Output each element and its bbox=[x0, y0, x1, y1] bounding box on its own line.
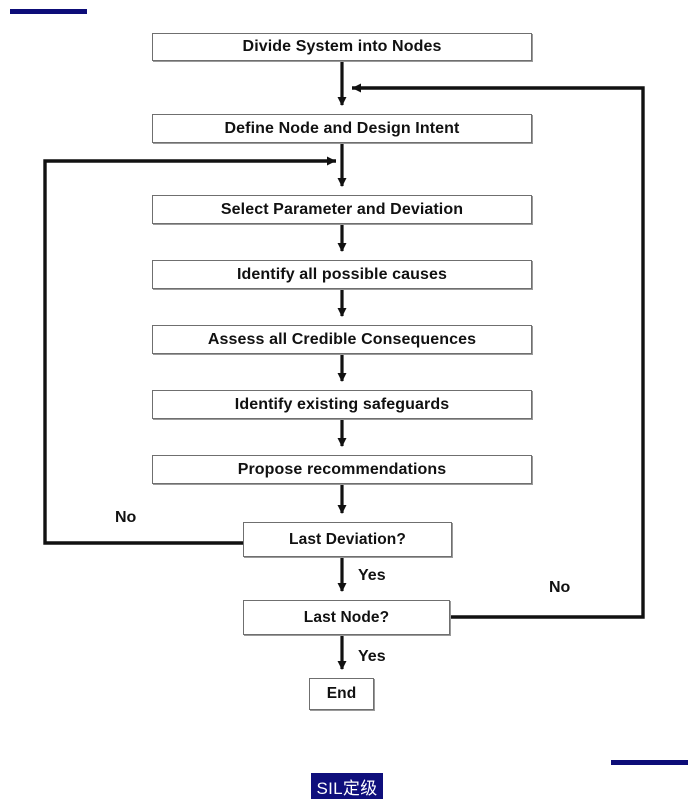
node-end-terminator[interactable]: End bbox=[309, 678, 374, 710]
node-label: Last Node? bbox=[303, 608, 390, 626]
edge-label-no-last-node: No bbox=[549, 579, 571, 596]
node-define-node-and-design-intent[interactable]: Define Node and Design Intent bbox=[152, 114, 532, 143]
node-label: Assess all Credible Consequences bbox=[207, 330, 477, 348]
node-identify-all-possible-causes[interactable]: Identify all possible causes bbox=[152, 260, 532, 289]
node-label: Last Deviation? bbox=[289, 530, 406, 548]
node-divide-system-into-nodes[interactable]: Divide System into Nodes bbox=[152, 33, 532, 61]
node-label: Identify existing safeguards bbox=[234, 395, 450, 413]
top-left-accent-bar bbox=[10, 9, 87, 14]
node-propose-recommendations[interactable]: Propose recommendations bbox=[152, 455, 532, 484]
bottom-right-accent-bar bbox=[611, 760, 688, 765]
node-label: Divide System into Nodes bbox=[242, 38, 442, 55]
loop-last-node-no bbox=[352, 83, 645, 619]
edge-label-yes-last-node: Yes bbox=[358, 648, 386, 665]
node-last-deviation-decision[interactable]: Last Deviation? bbox=[243, 522, 452, 557]
node-label: Select Parameter and Deviation bbox=[220, 200, 464, 218]
node-label: Identify all possible causes bbox=[237, 265, 447, 283]
node-select-parameter-and-deviation[interactable]: Select Parameter and Deviation bbox=[152, 195, 532, 224]
node-label: End bbox=[326, 685, 357, 702]
node-assess-all-credible-consequences[interactable]: Assess all Credible Consequences bbox=[152, 325, 532, 354]
caption-sil-rating-chip[interactable]: SIL定级 bbox=[311, 773, 383, 799]
node-label: Propose recommendations bbox=[237, 460, 447, 478]
loop-last-deviation-no bbox=[43, 156, 336, 545]
node-label: Define Node and Design Intent bbox=[224, 119, 460, 137]
node-identify-existing-safeguards[interactable]: Identify existing safeguards bbox=[152, 390, 532, 419]
edge-label-yes-last-deviation: Yes bbox=[358, 567, 386, 584]
edge-label-no-last-deviation: No bbox=[115, 509, 137, 526]
node-last-node-decision[interactable]: Last Node? bbox=[243, 600, 450, 635]
